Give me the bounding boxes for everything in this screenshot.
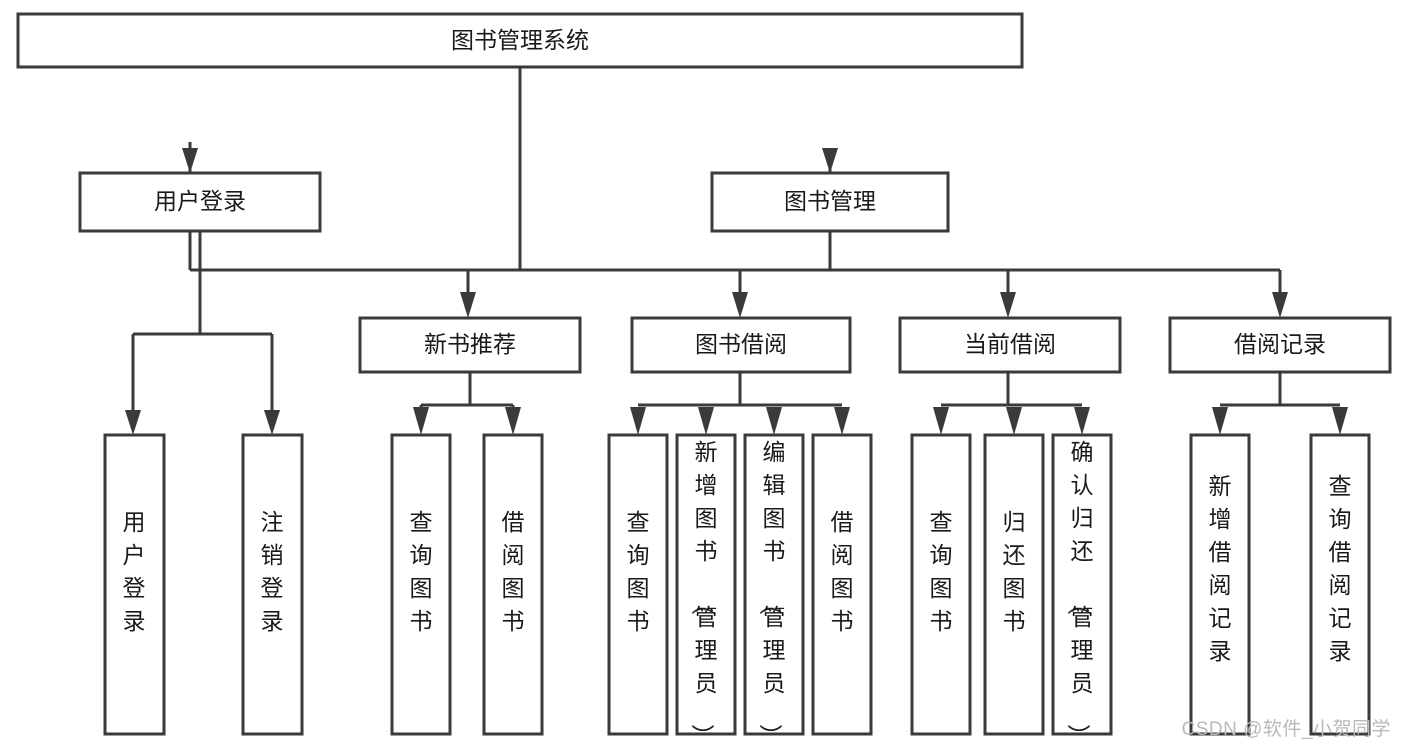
arrow-head-new-book-rec (460, 292, 476, 318)
connector-group-borrow-record (1212, 372, 1348, 435)
node-leaf-query-record[interactable]: 查询借阅记录 (1309, 433, 1371, 736)
node-leaf-add-book-box[interactable] (675, 433, 737, 736)
node-leaf-query-book-3-box[interactable] (910, 433, 972, 736)
connector-group-book-manage (460, 231, 1288, 318)
arrow-head-leaf-user-login (125, 410, 141, 435)
arrow-head-leaf-logout (264, 410, 280, 435)
node-new-book-rec-label: 新书推荐 (424, 331, 516, 357)
node-leaf-edit-book[interactable]: 编辑图书（管理员） (743, 433, 805, 747)
node-leaf-query-book-2-box[interactable] (607, 433, 669, 736)
arrow-head-book-borrow (732, 292, 748, 318)
arrow-head-leaf-return-book (1006, 407, 1022, 435)
arrow-head-current-borrow (1000, 292, 1016, 318)
arrow-head-leaf-query-record (1332, 407, 1348, 435)
node-leaf-add-record[interactable]: 新增借阅记录 (1189, 433, 1251, 736)
arrow-head-leaf-add-record (1212, 407, 1228, 435)
node-leaf-borrow-book-2[interactable]: 借阅图书 (811, 433, 873, 736)
node-book-borrow-label: 图书借阅 (695, 331, 787, 357)
node-leaf-query-record-label: 查询借阅记录 (1329, 473, 1352, 664)
node-leaf-query-book-3-label: 查询图书 (930, 509, 953, 634)
node-leaf-return-book[interactable]: 归还图书 (983, 433, 1045, 736)
node-leaf-query-book-1-box[interactable] (390, 433, 452, 736)
node-leaf-borrow-book-2-box[interactable] (811, 433, 873, 736)
arrow-head-leaf-borrow-book-2 (834, 407, 850, 435)
node-leaf-query-book-2-label: 查询图书 (627, 509, 650, 634)
node-leaf-add-book[interactable]: 新增图书（管理员） (675, 433, 737, 747)
node-leaf-query-book-2[interactable]: 查询图书 (607, 433, 669, 736)
node-user-login-box[interactable] (78, 171, 322, 233)
node-book-borrow[interactable]: 图书借阅 (630, 316, 852, 374)
node-leaf-borrow-book-1[interactable]: 借阅图书 (482, 433, 544, 736)
node-current-borrow-label: 当前借阅 (964, 331, 1056, 357)
arrow-head-borrow-record (1272, 292, 1288, 318)
node-current-borrow[interactable]: 当前借阅 (898, 316, 1122, 374)
csdn-watermark: CSDN @软件_小贺同学 (1181, 719, 1391, 740)
node-leaf-edit-book-box[interactable] (743, 433, 805, 736)
node-leaf-query-book-1-label: 查询图书 (410, 509, 433, 634)
node-leaf-query-book-3[interactable]: 查询图书 (910, 433, 972, 736)
node-leaf-user-login[interactable]: 用户登录 (103, 433, 166, 736)
node-leaf-borrow-book-2-label: 借阅图书 (831, 509, 854, 634)
node-leaf-logout-box[interactable] (241, 433, 304, 736)
node-book-manage[interactable]: 图书管理 (710, 171, 950, 233)
node-leaf-query-book-1[interactable]: 查询图书 (390, 433, 452, 736)
node-leaf-logout-label: 注销登录 (261, 509, 284, 634)
node-user-login-label: 用户登录 (154, 188, 246, 214)
connector-group-current-borrow (933, 372, 1090, 435)
node-leaf-logout[interactable]: 注销登录 (241, 433, 304, 736)
node-leaf-confirm-return[interactable]: 确认归还（管理员） (1051, 433, 1113, 747)
node-leaf-return-book-box[interactable] (983, 433, 1045, 736)
node-leaf-confirm-return-box[interactable] (1051, 433, 1113, 736)
node-leaf-add-book-label: 新增图书（管理员） (690, 439, 718, 747)
connector-group-user-login (125, 231, 280, 435)
arrow-head-leaf-confirm-return (1074, 407, 1090, 435)
arrow-head-leaf-borrow-book-1 (505, 407, 521, 435)
arrow-head-book-manage (822, 148, 838, 173)
node-leaf-borrow-book-1-box[interactable] (482, 433, 544, 736)
node-leaf-edit-book-label: 编辑图书（管理员） (758, 439, 786, 747)
node-borrow-record[interactable]: 借阅记录 (1168, 316, 1392, 374)
arrow-head-leaf-query-book-1 (413, 407, 429, 435)
node-new-book-rec[interactable]: 新书推荐 (358, 316, 582, 374)
node-leaf-add-record-box[interactable] (1189, 433, 1251, 736)
node-root-label: 图书管理系统 (451, 27, 589, 53)
node-book-borrow-box[interactable] (630, 316, 852, 374)
node-user-login[interactable]: 用户登录 (78, 171, 322, 233)
connector-group-book-borrow (630, 372, 850, 435)
node-leaf-return-book-label: 归还图书 (1003, 509, 1026, 634)
node-borrow-record-label: 借阅记录 (1234, 331, 1326, 357)
node-leaf-borrow-book-1-label: 借阅图书 (502, 509, 525, 634)
node-new-book-rec-box[interactable] (358, 316, 582, 374)
node-borrow-record-box[interactable] (1168, 316, 1392, 374)
arrow-head-user-login (182, 148, 198, 173)
arrow-head-leaf-edit-book (766, 407, 782, 435)
arrow-head-leaf-query-book-3 (933, 407, 949, 435)
node-book-manage-label: 图书管理 (784, 188, 876, 214)
node-leaf-user-login-box[interactable] (103, 433, 166, 736)
node-current-borrow-box[interactable] (898, 316, 1122, 374)
node-leaf-confirm-return-label: 确认归还（管理员） (1066, 439, 1094, 747)
node-root[interactable]: 图书管理系统 (16, 12, 1024, 69)
node-book-manage-box[interactable] (710, 171, 950, 233)
connector-group-new-book-rec (413, 372, 521, 435)
node-leaf-add-record-label: 新增借阅记录 (1209, 473, 1232, 664)
arrow-head-leaf-query-book-2 (630, 407, 646, 435)
node-leaf-user-login-label: 用户登录 (123, 509, 146, 634)
connector-group-root (182, 67, 838, 272)
arrow-head-leaf-add-book (698, 407, 714, 435)
node-leaf-query-record-box[interactable] (1309, 433, 1371, 736)
node-root-box[interactable] (16, 12, 1024, 69)
